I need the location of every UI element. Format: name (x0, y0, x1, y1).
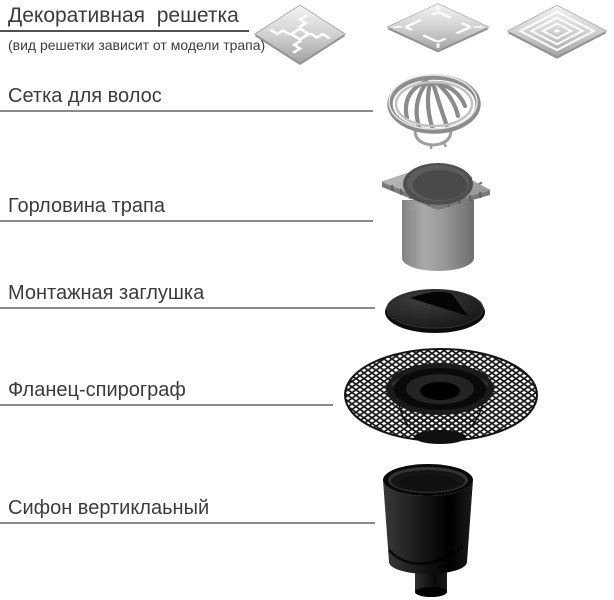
leader-line (0, 404, 333, 406)
leader-line (0, 30, 249, 32)
hair-strainer-icon (385, 68, 485, 157)
part-label-decorative-grate: Декоративная решетка (8, 4, 239, 27)
trap-neck-icon (375, 150, 500, 281)
leader-line (0, 522, 375, 524)
vertical-siphon-icon (375, 450, 493, 600)
leader-line (0, 307, 375, 309)
part-label-trap-neck: Горловина трапа (8, 195, 165, 217)
part-note-grate-model: (вид решетки зависит от модели трапа) (8, 37, 266, 53)
part-label-spirograph-flange: Фланец-спирограф (8, 379, 186, 401)
part-label-mounting-plug: Монтажная заглушка (8, 282, 205, 304)
part-label-vertical-siphon: Сифон вертиклаьный (8, 497, 210, 519)
leader-line (0, 110, 373, 112)
part-label-hair-strainer: Сетка для волос (8, 85, 162, 107)
decorative-grate-icon (250, 0, 614, 71)
mounting-plug-icon (380, 282, 490, 341)
spirograph-flange-icon (340, 345, 540, 456)
leader-line (0, 220, 373, 222)
